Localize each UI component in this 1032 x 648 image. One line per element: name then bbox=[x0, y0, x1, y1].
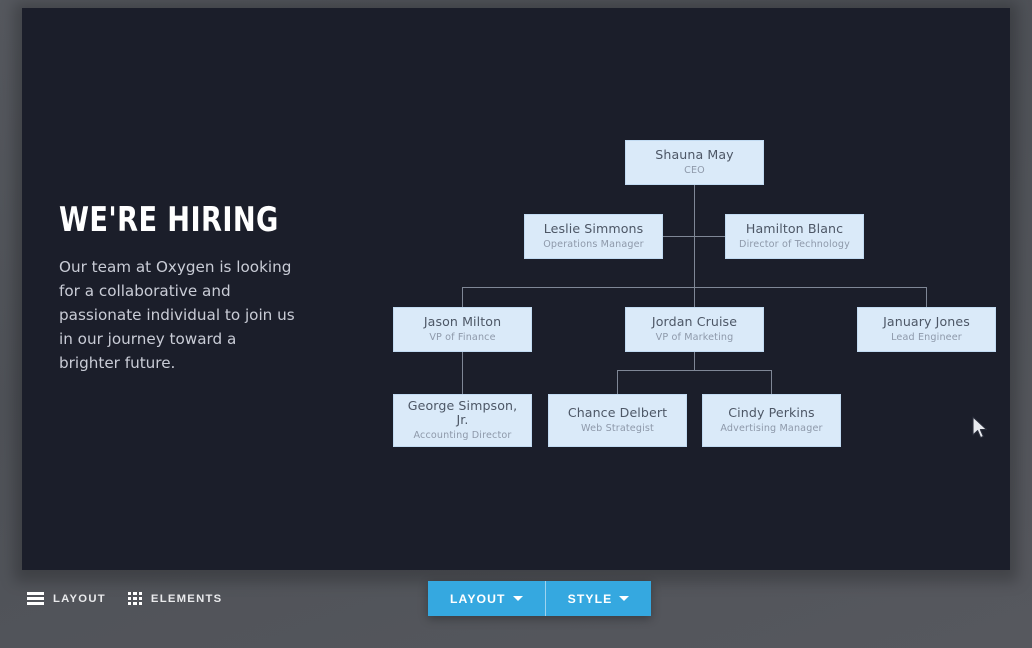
org-node-name: January Jones bbox=[883, 313, 970, 329]
org-chart[interactable]: Shauna May CEO Leslie Simmons Operations… bbox=[22, 8, 1010, 570]
slide-canvas[interactable]: WE'RE HIRING Our team at Oxygen is looki… bbox=[22, 8, 1010, 570]
org-node-name: Cindy Perkins bbox=[728, 404, 815, 420]
org-node-title: VP of Marketing bbox=[655, 331, 734, 343]
org-node-name: Hamilton Blanc bbox=[745, 220, 844, 236]
org-node-title: Advertising Manager bbox=[720, 422, 823, 434]
layout-tool-label: LAYOUT bbox=[53, 592, 106, 605]
layout-dropdown-label: LAYOUT bbox=[450, 591, 506, 606]
org-node[interactable]: January Jones Lead Engineer bbox=[857, 307, 996, 352]
left-tool-group: LAYOUT ELEMENTS bbox=[27, 592, 222, 605]
chevron-down-icon bbox=[619, 596, 630, 601]
style-dropdown-button[interactable]: STYLE bbox=[544, 581, 652, 616]
org-node-name: Leslie Simmons bbox=[543, 220, 644, 236]
org-node-name: Jordan Cruise bbox=[651, 313, 738, 329]
chevron-down-icon bbox=[512, 596, 523, 601]
bottom-toolbar: LAYOUT ELEMENTS LAYOUT STYLE bbox=[0, 570, 1032, 648]
dropdown-button-group: LAYOUT STYLE bbox=[428, 581, 652, 616]
org-node[interactable]: Jordan Cruise VP of Marketing bbox=[625, 307, 764, 352]
org-node-name: Jason Milton bbox=[423, 313, 502, 329]
org-node[interactable]: Cindy Perkins Advertising Manager bbox=[702, 394, 841, 447]
layout-dropdown-button[interactable]: LAYOUT bbox=[428, 581, 545, 616]
org-node[interactable]: Hamilton Blanc Director of Technology bbox=[725, 214, 864, 259]
style-dropdown-label: STYLE bbox=[567, 591, 613, 606]
org-node-title: Director of Technology bbox=[739, 238, 850, 250]
connector-lines bbox=[461, 185, 928, 394]
org-node-name: Chance Delbert bbox=[567, 404, 668, 420]
headline-block[interactable]: WE'RE HIRING Our team at Oxygen is looki… bbox=[59, 203, 319, 375]
org-node[interactable]: Jason Milton VP of Finance bbox=[393, 307, 532, 352]
org-node[interactable]: Chance Delbert Web Strategist bbox=[548, 394, 687, 447]
org-node-name: George Simpson, Jr. bbox=[407, 397, 518, 428]
org-node-title: Operations Manager bbox=[543, 238, 644, 250]
body-copy: Our team at Oxygen is looking for a coll… bbox=[59, 258, 295, 373]
page-title: WE'RE HIRING bbox=[59, 200, 279, 240]
org-node[interactable]: Shauna May CEO bbox=[625, 140, 764, 185]
stacked-bars-icon bbox=[27, 592, 44, 605]
grid-dots-icon bbox=[127, 592, 142, 605]
org-node-name: Shauna May bbox=[655, 146, 734, 162]
org-node[interactable]: George Simpson, Jr. Accounting Director bbox=[393, 394, 532, 447]
org-node[interactable]: Leslie Simmons Operations Manager bbox=[524, 214, 663, 259]
org-node-title: Lead Engineer bbox=[891, 331, 962, 343]
elements-tool-label: ELEMENTS bbox=[150, 592, 223, 605]
elements-tool-button[interactable]: ELEMENTS bbox=[127, 592, 223, 605]
org-node-title: CEO bbox=[684, 164, 705, 176]
org-node-title: Accounting Director bbox=[413, 430, 512, 441]
org-node-title: Web Strategist bbox=[581, 422, 654, 434]
layout-tool-button[interactable]: LAYOUT bbox=[27, 592, 106, 605]
org-node-title: VP of Finance bbox=[429, 331, 496, 343]
